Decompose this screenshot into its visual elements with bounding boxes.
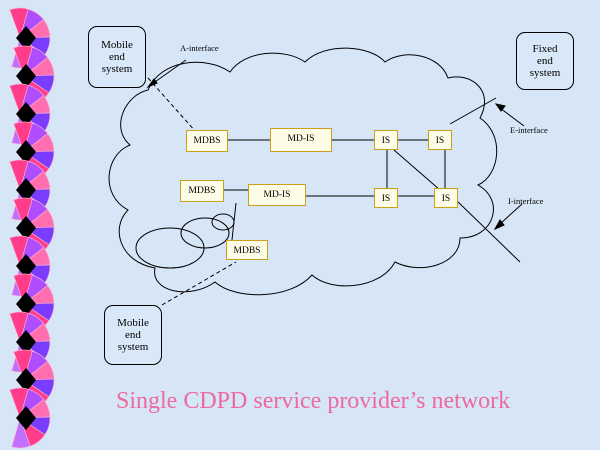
is-node-1: IS: [374, 130, 398, 150]
mobile-end-system-bottom: Mobile end system: [104, 305, 162, 365]
fixed-end-system-label: Fixed end system: [529, 43, 561, 79]
i-interface-label: I-interface: [508, 196, 544, 206]
decorative-fan-border: [9, 7, 55, 449]
mobile-end-system-bottom-label: Mobile end system: [117, 317, 149, 353]
mdbs-node-1: MDBS: [186, 130, 228, 152]
is-node-2: IS: [428, 130, 452, 150]
mdbs-node-3: MDBS: [226, 240, 268, 260]
fixed-end-system: Fixed end system: [516, 32, 574, 90]
mdis-node-2: MD-IS: [248, 184, 306, 206]
mobile-end-system-top-label: Mobile end system: [101, 39, 133, 75]
mdis-node-1: MD-IS: [270, 128, 332, 152]
network-cloud: [108, 47, 498, 296]
fan-ornament: [9, 7, 51, 69]
page-title: Single CDPD service provider’s network: [116, 388, 511, 414]
mdbs-node-2: MDBS: [180, 180, 224, 202]
a-interface-label: A-interface: [180, 43, 219, 53]
is-node-3: IS: [374, 188, 398, 208]
network-links: [147, 77, 521, 306]
fan-ornament: [9, 387, 51, 449]
is-node-4: IS: [434, 188, 458, 208]
mobile-end-system-top: Mobile end system: [88, 26, 146, 88]
e-interface-label: E-interface: [510, 125, 548, 135]
interface-arrows: [146, 59, 525, 231]
